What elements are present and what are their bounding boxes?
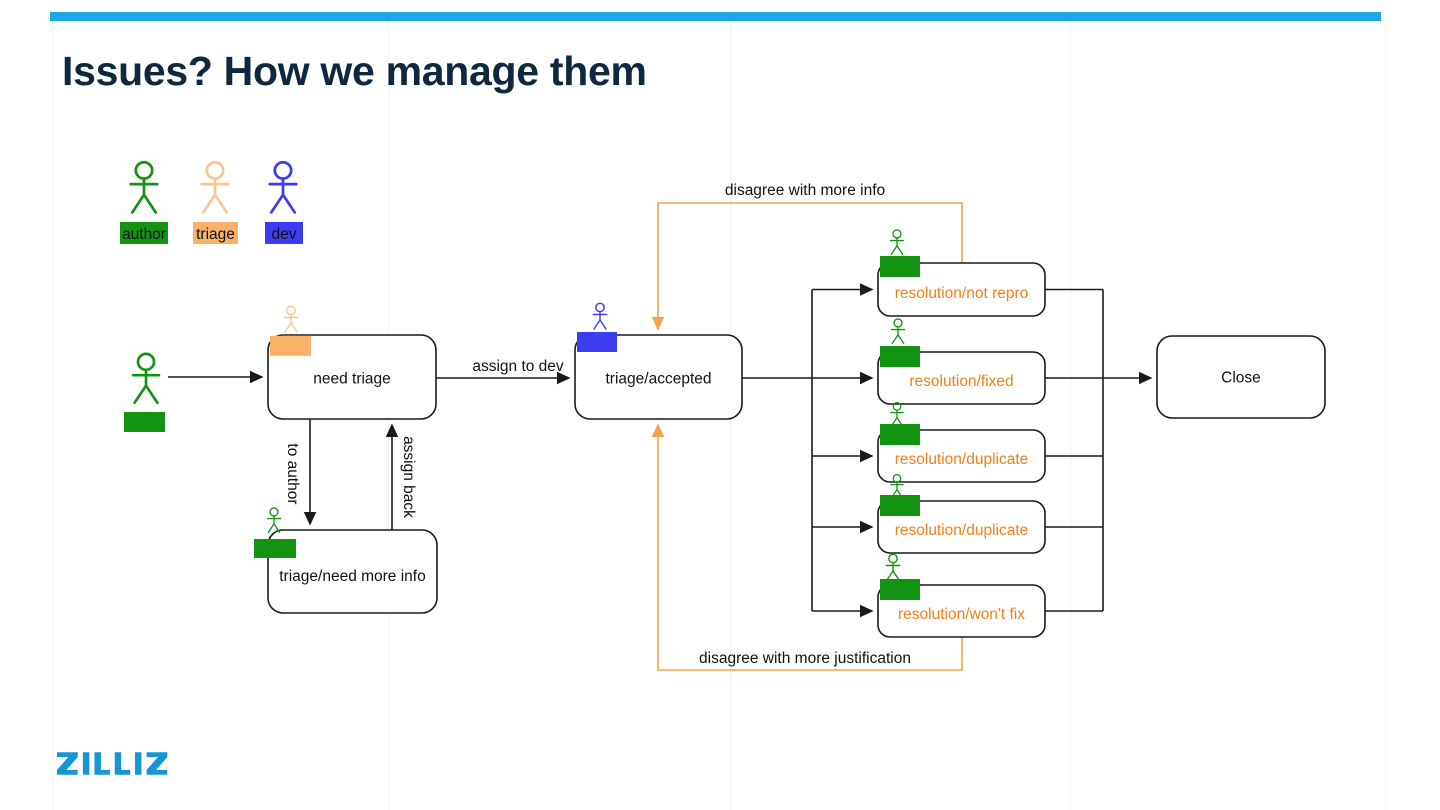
- node-resolution-wont-fix: resolution/won't fix: [877, 553, 1046, 638]
- author-actor-icon: [266, 507, 282, 534]
- triage-actor-icon: [283, 305, 299, 333]
- legend-dev-label: dev: [272, 226, 297, 243]
- svg-text:resolution/not repro: resolution/not repro: [895, 285, 1029, 302]
- zilliz-logo-mark: [57, 752, 168, 775]
- edge-label-to-author: to author: [284, 443, 301, 504]
- svg-text:triage/accepted: triage/accepted: [606, 371, 712, 388]
- author-actor-icon: [131, 352, 161, 405]
- legend-triage-label: triage: [196, 226, 235, 243]
- edge-label-assign-back: assign back: [400, 436, 417, 518]
- edge-disagree-more-justification: [651, 423, 963, 671]
- legend-dev-swatch: [265, 222, 303, 244]
- node-triage-accepted: triage/accepted: [574, 302, 743, 420]
- edge-label-assign-to-dev: assign to dev: [472, 358, 564, 375]
- svg-text:Close: Close: [1221, 370, 1261, 387]
- edge-disagree-more-info: [651, 202, 963, 331]
- edge-label-disagree-more-info: disagree with more info: [725, 182, 885, 199]
- actor-legend: author triage dev: [120, 160, 303, 244]
- column-guide: [1385, 21, 1386, 810]
- node-close: Close: [1156, 335, 1326, 419]
- slide-title: Issues? How we manage them: [62, 48, 647, 94]
- legend-author-label: author: [122, 226, 166, 243]
- author-actor-icon: [890, 318, 906, 345]
- author-actor-icon: [885, 553, 901, 581]
- svg-text:resolution/duplicate: resolution/duplicate: [895, 451, 1029, 468]
- svg-text:resolution/duplicate: resolution/duplicate: [895, 522, 1029, 539]
- node-triage-need-more-info: triage/need more info: [254, 507, 438, 614]
- node-resolution-duplicate-2: resolution/duplicate: [877, 473, 1046, 554]
- legend-author-swatch: [120, 222, 168, 244]
- svg-text:resolution/won't fix: resolution/won't fix: [898, 606, 1025, 623]
- flow-author-actor: [124, 352, 165, 432]
- svg-text:triage/need more info: triage/need more info: [279, 568, 425, 585]
- author-actor-icon: [129, 160, 159, 214]
- node-resolution-not-repro: resolution/not repro: [877, 229, 1046, 317]
- triage-actor-icon: [200, 160, 230, 214]
- node-need-triage: need triage: [267, 305, 437, 420]
- dev-actor-icon: [592, 302, 608, 330]
- legend-triage-swatch: [193, 222, 238, 244]
- dev-actor-icon: [268, 160, 298, 214]
- svg-text:need triage: need triage: [313, 371, 391, 388]
- svg-text:resolution/fixed: resolution/fixed: [909, 373, 1013, 390]
- column-guide: [52, 21, 53, 810]
- author-actor-icon: [889, 229, 905, 256]
- edge-label-disagree-more-justification: disagree with more justification: [699, 650, 911, 667]
- node-resolution-fixed: resolution/fixed: [877, 318, 1046, 405]
- author-actor-icon: [890, 401, 904, 427]
- node-resolution-duplicate-1: resolution/duplicate: [877, 401, 1046, 483]
- slide-accent-bar: [50, 12, 1381, 21]
- zilliz-logo: [57, 747, 169, 785]
- column-guide: [1070, 21, 1071, 810]
